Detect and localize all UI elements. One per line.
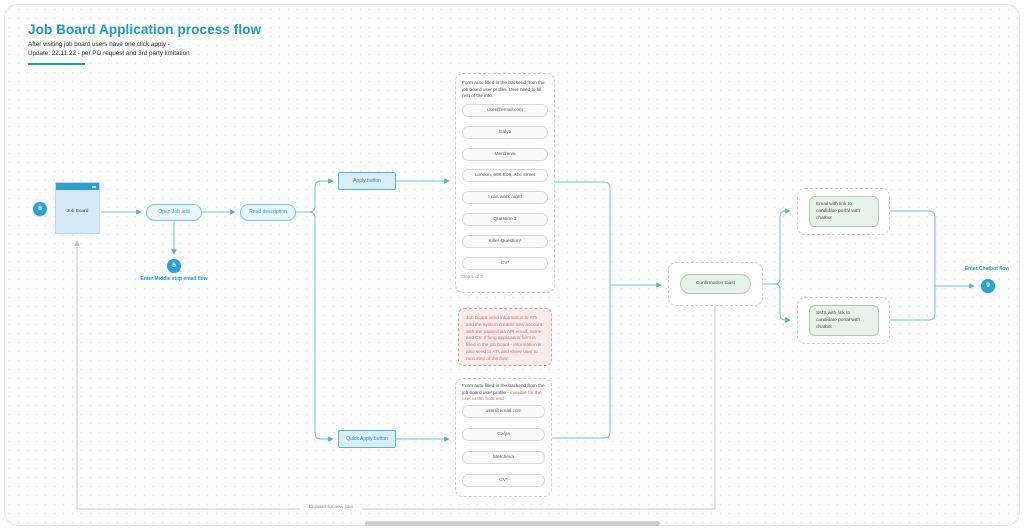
quick-field-first-name[interactable]: Galya (462, 428, 545, 441)
form-field-first-name[interactable]: Galya (462, 126, 548, 139)
confirmation-toast-node[interactable]: Confirmation toast (680, 274, 751, 294)
form-field-killer-question[interactable]: Killer Question* (462, 235, 548, 248)
window-controls-icon (92, 185, 96, 188)
form-field-question2[interactable]: Question 2 (462, 213, 548, 226)
form-field-availability[interactable]: I can work night (462, 191, 548, 204)
job-board-node[interactable]: Job Board (55, 182, 100, 234)
quick-form-note: Form auto filled in the backend from the… (462, 383, 546, 403)
title-underline (28, 63, 85, 65)
chatbot-step-badge[interactable]: 9 (981, 279, 995, 293)
browser-titlebar (56, 183, 99, 190)
quick-field-email[interactable]: user@email.com (462, 405, 545, 418)
horizontal-scrollbar[interactable] (365, 521, 660, 526)
entry-step-badge[interactable]: 8 (33, 202, 47, 216)
quick-field-last-name[interactable]: Mercheva (462, 451, 545, 464)
form-field-last-name[interactable]: Mercheva (462, 148, 548, 161)
email-node[interactable]: Email with link to candidate portal with… (809, 196, 879, 227)
form-field-address[interactable]: London, 608 E06, Abc street (462, 169, 548, 182)
page-title: Job Board Application process flow (28, 22, 262, 37)
subtitle-line-2: Update: 22.11.22 - per PO request and 3r… (28, 50, 190, 57)
quick-field-cv[interactable]: CV* (462, 474, 545, 487)
sms-node[interactable]: SMS with link to candidate portal with c… (809, 305, 879, 336)
quick-form-note-highlight: invisible for the user in the front end (462, 389, 542, 402)
form-field-email[interactable]: user@email.com (462, 104, 548, 117)
job-board-label: Job Board (66, 209, 89, 214)
chatbot-flow-label: Enter Chatbot flow (964, 266, 1010, 272)
apply-button-node[interactable]: Apply button (338, 172, 396, 190)
middle-step-badge[interactable]: 6 (167, 259, 181, 273)
long-form-note: Form auto filled in the backend from the… (462, 80, 545, 99)
open-job-node[interactable]: Open Job add (146, 204, 202, 221)
quick-form-note-plain: Form auto filled in the backend from the… (462, 383, 545, 395)
ats-integration-note: Job Board send information to ATs and th… (458, 308, 552, 366)
quick-apply-button-node[interactable]: Quick Apply button (338, 430, 396, 448)
subtitle-line-1: After visiting job board users have one … (28, 41, 170, 48)
read-description-node[interactable]: Read description (240, 204, 296, 221)
form-field-cv[interactable]: CV* (462, 257, 548, 270)
middle-step-flow-label: Enter Middle step email flow (140, 276, 208, 282)
browse-loop-label: Browser for new jobs (300, 505, 362, 510)
form-step-indicator: Step 1 of 3 (461, 274, 483, 279)
